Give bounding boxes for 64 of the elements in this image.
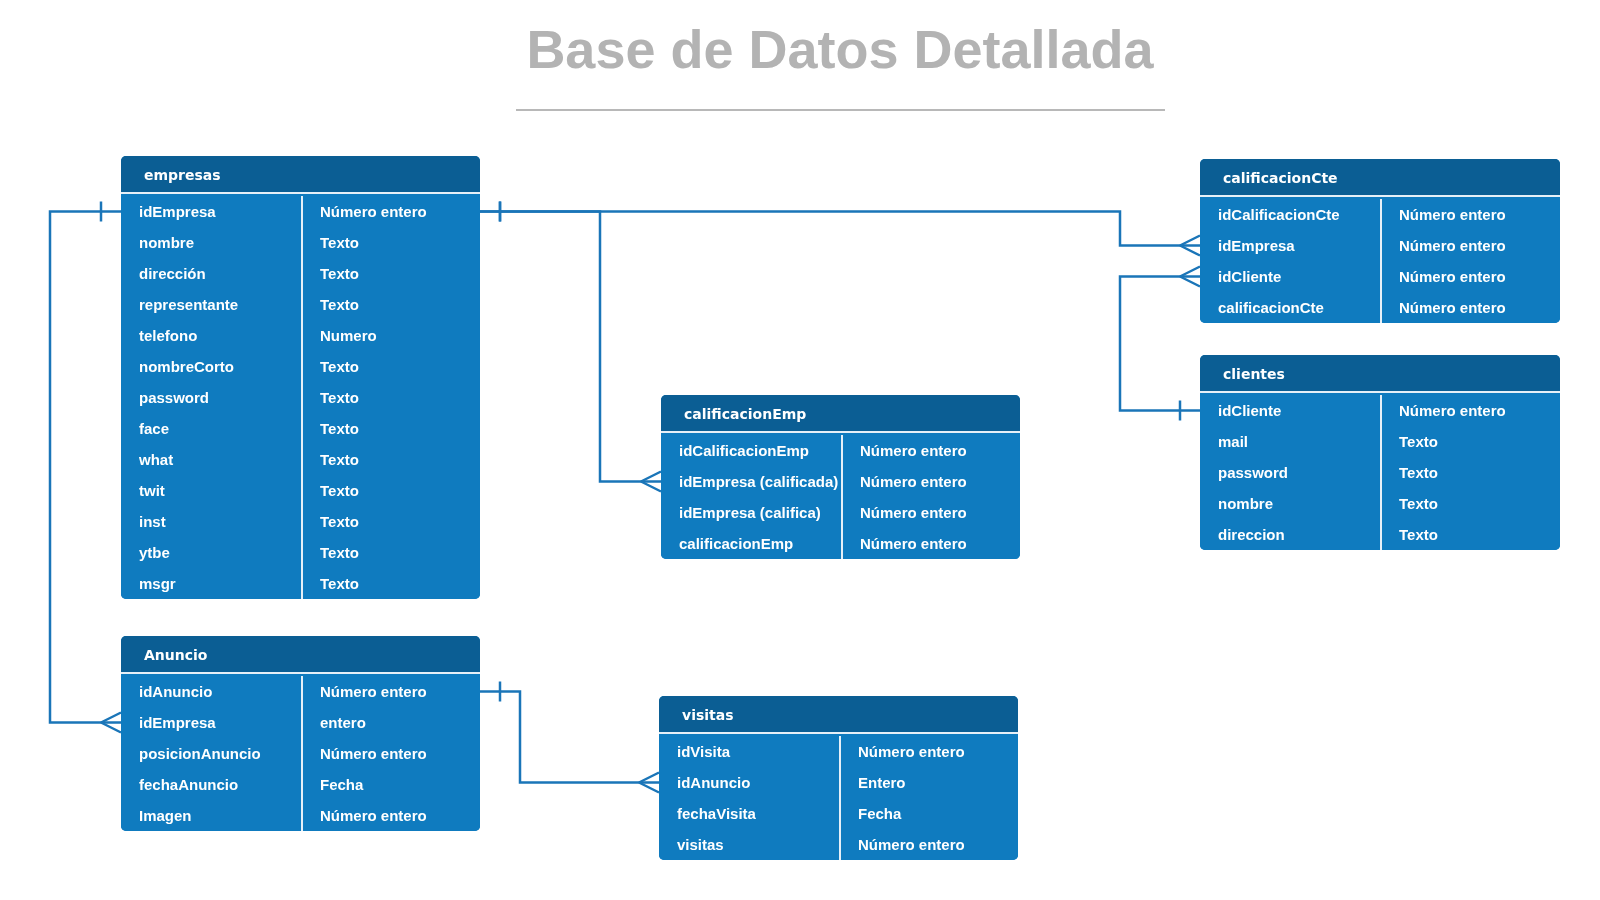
- field-name: idCliente: [1218, 401, 1282, 421]
- field-name: ytbe: [139, 543, 170, 563]
- relationship-line: [480, 680, 661, 794]
- table-header: empresas: [121, 156, 480, 194]
- field-name: nombreCorto: [139, 357, 234, 377]
- field-name: password: [139, 388, 210, 408]
- field-name: idEmpresa (califica): [679, 503, 821, 523]
- field-name: fechaVisita: [677, 804, 756, 824]
- field-name: posicionAnuncio: [139, 744, 261, 764]
- field-name: direccion: [1218, 525, 1285, 545]
- field-name: idAnuncio: [677, 773, 751, 793]
- table-row: [121, 800, 480, 831]
- diagram-title: Base de Datos Detallada: [525, 18, 1155, 80]
- field-type: Número entero: [301, 800, 480, 831]
- field-type: Texto: [301, 568, 480, 599]
- table-header: visitas: [659, 696, 1018, 734]
- table-header: calificacionCte: [1200, 159, 1560, 197]
- field-name: idEmpresa (calificada): [679, 472, 839, 492]
- field-name: idCliente: [1218, 267, 1282, 287]
- entity-table: [661, 395, 1020, 559]
- table-row: [121, 568, 480, 599]
- field-name: idCalificacionEmp: [679, 441, 810, 461]
- field-name: representante: [139, 295, 239, 315]
- table-row: [659, 829, 1018, 860]
- field-name: face: [139, 419, 170, 439]
- field-name: twit: [139, 481, 165, 501]
- field-name: msgr: [139, 574, 176, 594]
- table-header: calificacionEmp: [661, 395, 1020, 433]
- field-name: calificacionEmp: [679, 534, 794, 554]
- field-name: idAnuncio: [139, 682, 213, 702]
- field-name: inst: [139, 512, 166, 532]
- field-name: idEmpresa: [139, 202, 216, 222]
- relationship-line: [1118, 265, 1202, 422]
- field-name: password: [1218, 463, 1289, 483]
- field-name: nombre: [1218, 494, 1273, 514]
- table-header: Anuncio: [121, 636, 480, 674]
- field-type: Número entero: [841, 528, 1020, 559]
- field-name: Imagen: [139, 806, 192, 826]
- table-row: [1200, 519, 1560, 550]
- field-name: idVisita: [677, 742, 731, 762]
- entity-table: [659, 696, 1018, 860]
- entity-table: [1200, 355, 1560, 550]
- relationship-line: [480, 200, 663, 493]
- table-row: [1200, 292, 1560, 323]
- field-type: Texto: [1380, 519, 1560, 550]
- field-name: what: [139, 450, 174, 470]
- field-name: nombre: [139, 233, 194, 253]
- field-name: idEmpresa: [139, 713, 216, 733]
- table-row: [661, 528, 1020, 559]
- field-name: telefono: [139, 326, 198, 346]
- entity-table: [1200, 159, 1560, 323]
- field-name: dirección: [139, 264, 206, 284]
- field-name: idEmpresa: [1218, 236, 1295, 256]
- field-name: idCalificacionCte: [1218, 205, 1340, 225]
- field-name: mail: [1218, 432, 1248, 452]
- field-name: calificacionCte: [1218, 298, 1324, 318]
- relationship-line: [48, 200, 123, 734]
- field-name: fechaAnuncio: [139, 775, 239, 795]
- field-type: Número entero: [839, 829, 1018, 860]
- entity-table: [121, 636, 480, 831]
- field-name: visitas: [677, 835, 724, 855]
- field-type: Número entero: [1380, 292, 1560, 323]
- table-header: clientes: [1200, 355, 1560, 393]
- entity-table: [121, 156, 480, 599]
